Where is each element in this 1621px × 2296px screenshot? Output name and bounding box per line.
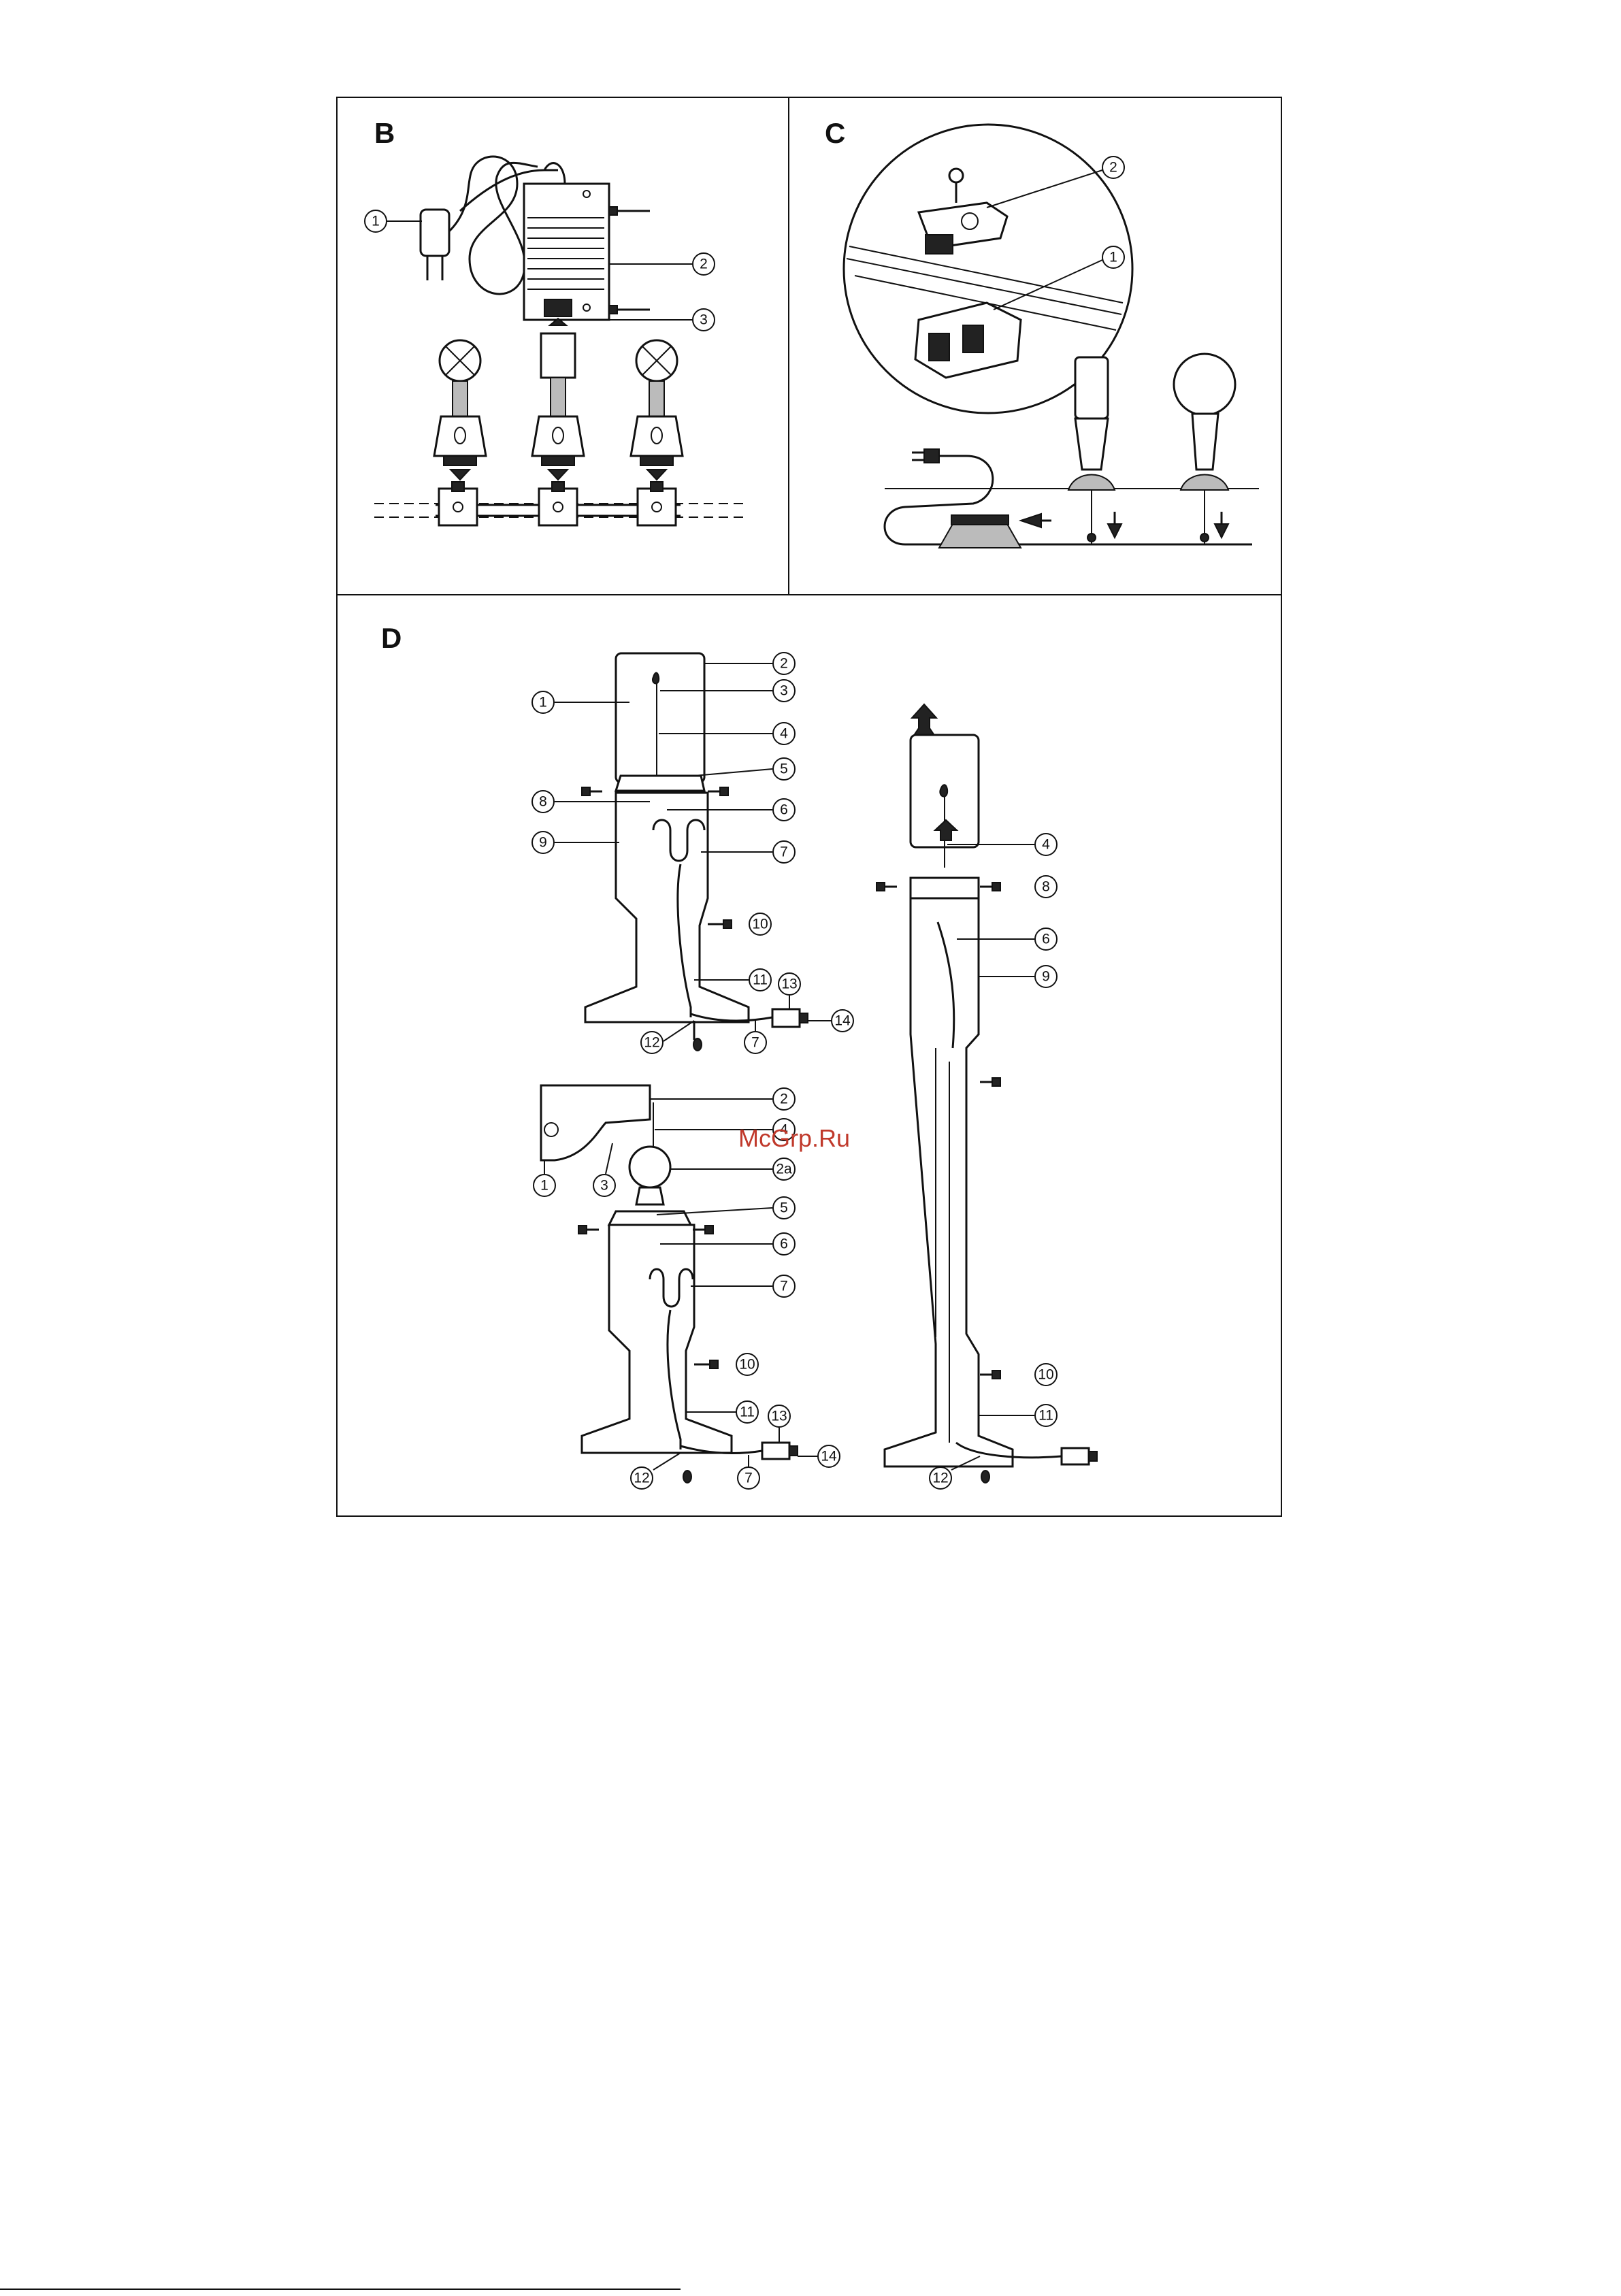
callout-d-bl-2: 2 [780,1092,788,1107]
lamp-candle-exploded [582,653,808,1051]
callout-d-tl-4: 4 [780,726,788,742]
panel-c-letter: C [825,117,845,149]
callout-d-bl-12: 12 [634,1471,649,1486]
callout-d-tl-2: 2 [780,656,788,672]
callout-d-tl-8: 8 [539,794,547,810]
callout-d-r-10: 10 [1038,1367,1053,1383]
callout-d-tl-11: 11 [753,972,768,988]
callout-d-r-8: 8 [1042,879,1050,895]
lamp-tall-exploded [877,704,1097,1483]
callout-d-tl-12: 12 [644,1035,659,1051]
callout-d-bl-14: 14 [821,1449,837,1464]
callout-d-bl-7b: 7 [744,1471,753,1486]
callout-d-r-9: 9 [1042,969,1050,985]
callout-d-tl-14: 14 [834,1013,851,1029]
callout-d-bl-1: 1 [540,1178,548,1194]
transformer-box [524,163,650,320]
callout-d-tl-6: 6 [780,802,788,818]
watermark: McGrp.Ru [738,1124,850,1152]
panel-b-letter: B [374,117,395,149]
standing-lamps [885,354,1259,548]
callout-d-tl-1: 1 [539,695,547,710]
panel-d: D 1 2 3 [381,622,1097,1489]
bulb-assemblies [434,318,683,480]
callout-d-tl-9: 9 [539,835,547,851]
callout-d-r-11: 11 [1038,1408,1053,1424]
panel-c: C 2 1 [825,117,1259,548]
callout-b-1: 1 [372,214,380,229]
callout-b-3: 3 [700,312,708,328]
callout-d-tl-3: 3 [780,683,788,699]
callout-d-r-4: 4 [1042,837,1050,853]
connector-rail [374,482,745,525]
callout-c-2: 2 [1109,160,1117,176]
panel-c-callouts: 2 1 [987,157,1124,310]
callout-d-bl-5: 5 [780,1200,788,1216]
callout-d-tl-10: 10 [752,917,768,932]
callout-d-tl-7: 7 [780,844,788,860]
callout-d-r-6: 6 [1042,932,1050,947]
callout-d-r-12: 12 [932,1471,948,1486]
figure-frame [337,97,1281,1516]
callout-d-tl-5: 5 [780,761,788,777]
callout-d-bl-6: 6 [780,1236,788,1252]
callout-d-bl-3: 3 [600,1178,608,1194]
callout-d-bl-13: 13 [771,1409,787,1424]
callout-d-bl-11: 11 [740,1405,755,1420]
panel-b: B [365,117,745,525]
callout-d-bl-2a: 2a [776,1162,792,1177]
panel-d-letter: D [381,622,402,654]
callout-b-2: 2 [700,257,708,272]
callout-d-tl-13: 13 [781,977,797,992]
callout-d-bl-7: 7 [780,1279,788,1294]
callout-c-1: 1 [1109,250,1117,265]
callout-d-tl-7b: 7 [751,1035,759,1051]
callout-d-bl-10: 10 [739,1357,755,1373]
